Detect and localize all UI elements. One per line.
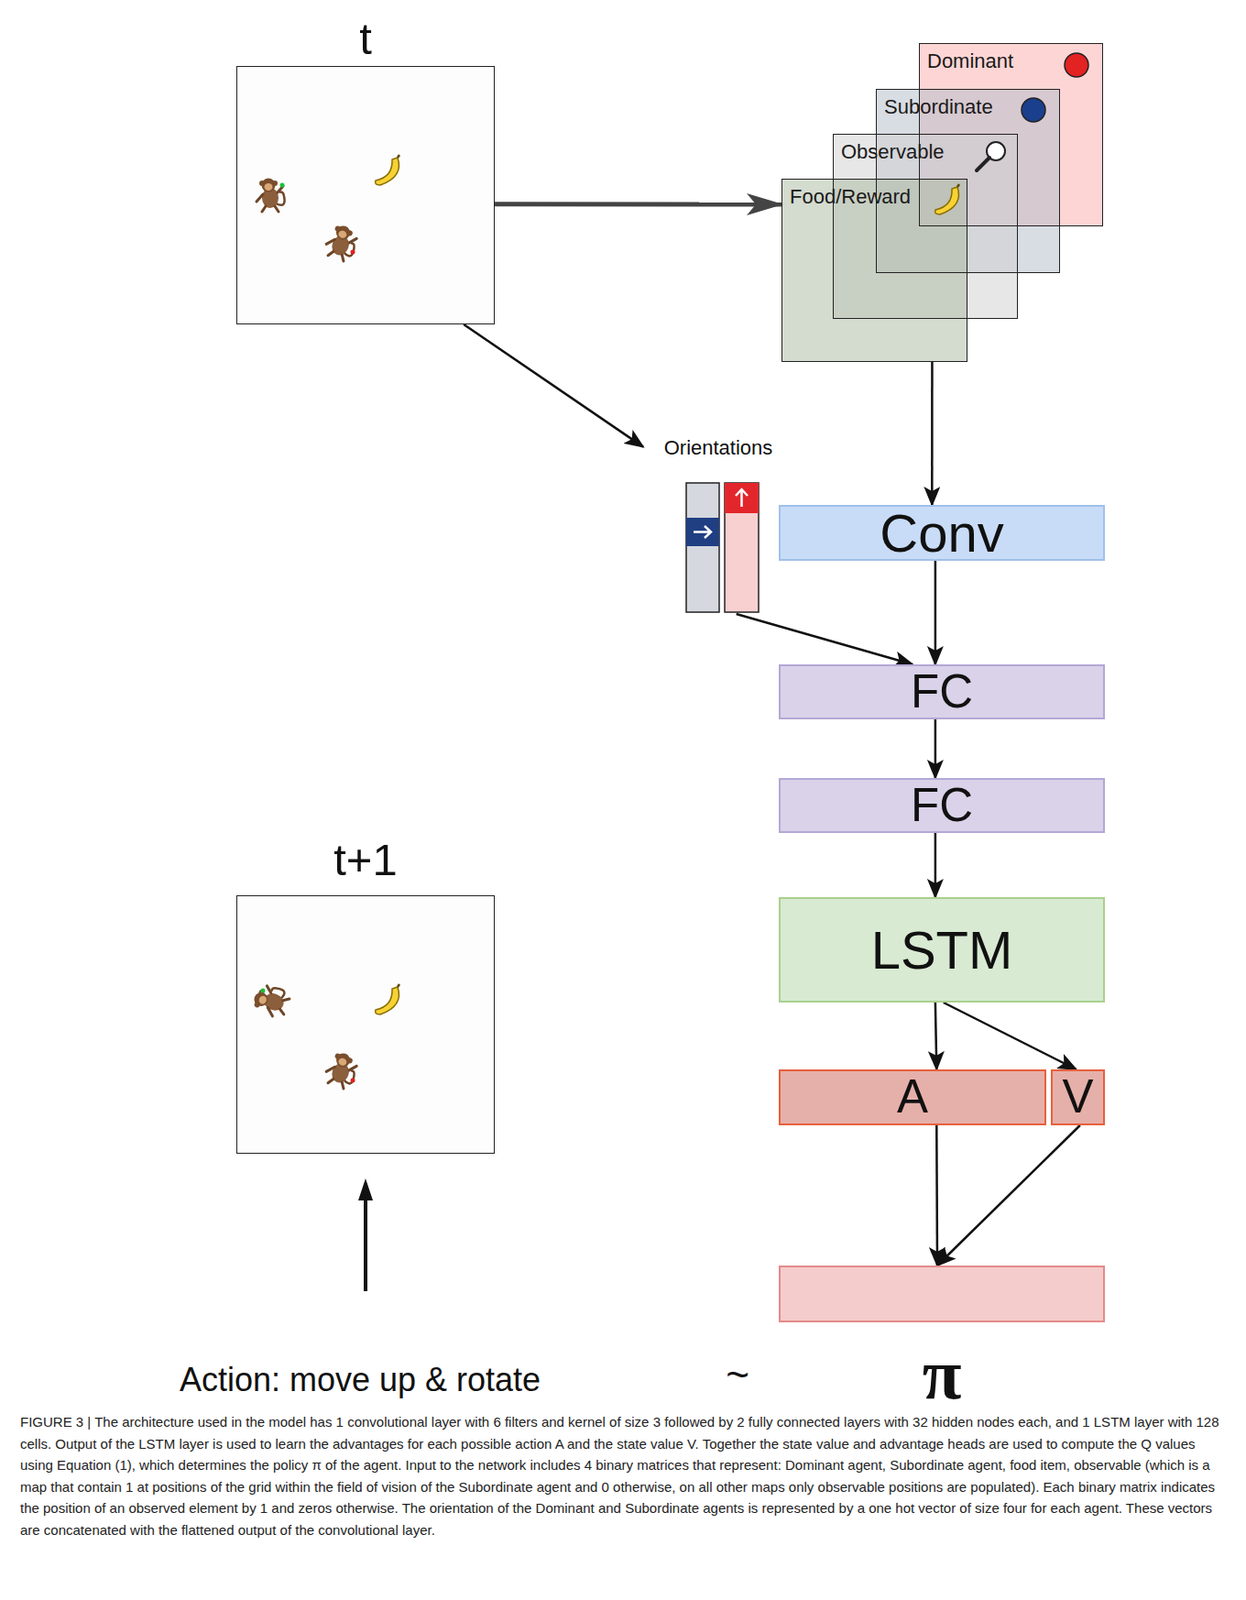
flow-arrow (934, 832, 938, 897)
banana-icon (935, 184, 960, 215)
input-map: Subordinate (875, 88, 1061, 274)
fc-layer: FC (778, 664, 1105, 720)
flow-arrow (943, 1002, 1077, 1070)
value-head: V (1050, 1069, 1105, 1126)
flow-arrow (463, 324, 644, 448)
flow-arrow (930, 361, 934, 505)
node-label: FC (910, 666, 973, 718)
node-label: t (237, 14, 494, 63)
sampling-symbol: ~ (725, 1350, 750, 1400)
node-label: V (1061, 1071, 1093, 1123)
input-map: Food/Reward (781, 178, 968, 362)
node-label: t+1 (237, 835, 494, 884)
dominant-marker (1064, 53, 1089, 77)
input-map: Observable (832, 133, 1018, 319)
monkey-icon (322, 221, 361, 263)
conv-layer: Conv (778, 504, 1105, 561)
figure-caption: FIGURE 3 | The architecture used in the … (20, 1410, 1226, 1541)
flow-arrow (934, 719, 938, 778)
magnifier-icon (976, 142, 1006, 171)
monkey-icon (256, 178, 285, 213)
fc-layer: FC (778, 777, 1105, 833)
monkey-icon (250, 981, 292, 1019)
node-label: Subordinate (884, 95, 1052, 120)
subordinate-marker (1021, 98, 1046, 122)
flow-arrow (935, 1125, 939, 1266)
input-map: Dominant (918, 43, 1104, 227)
agent-dot (261, 988, 266, 994)
flow-arrow (934, 560, 938, 665)
advantage-head: A (778, 1069, 1047, 1126)
action-label: Action: move up & rotate (179, 1359, 541, 1400)
lstm-layer: LSTM (778, 896, 1105, 1003)
grid-ground (236, 65, 495, 325)
node-label: LSTM (871, 920, 1014, 980)
banana-icon (375, 983, 400, 1015)
agent-dot (350, 250, 356, 255)
orientation-group: Orientations (643, 436, 794, 614)
flow-arrow (937, 1125, 1081, 1266)
node-label: Conv (879, 503, 1004, 563)
flow-arrow (494, 201, 782, 207)
grid-frame: t (236, 65, 495, 325)
grid-ground (236, 895, 495, 1154)
banana-icon (375, 154, 400, 186)
policy-output: π (778, 1265, 1105, 1323)
grid-frame: t+1 (236, 895, 495, 1154)
flow-arrow (736, 613, 913, 665)
map-fill (781, 178, 968, 362)
node-label: π (780, 1338, 1104, 1410)
action-arrow (358, 1178, 373, 1291)
flow-arrow (935, 1002, 937, 1070)
node-label: A (896, 1071, 929, 1123)
node-label: Observable (841, 140, 1010, 164)
agent-dot (280, 183, 285, 188)
monkey-icon (322, 1049, 361, 1091)
node-label: Dominant (927, 49, 1095, 74)
node-label: FC (910, 779, 973, 831)
orientation-vectors (686, 482, 759, 613)
node-label: Food/Reward (789, 185, 960, 209)
node-label: Orientations (643, 436, 794, 460)
agent-dot (350, 1078, 356, 1083)
